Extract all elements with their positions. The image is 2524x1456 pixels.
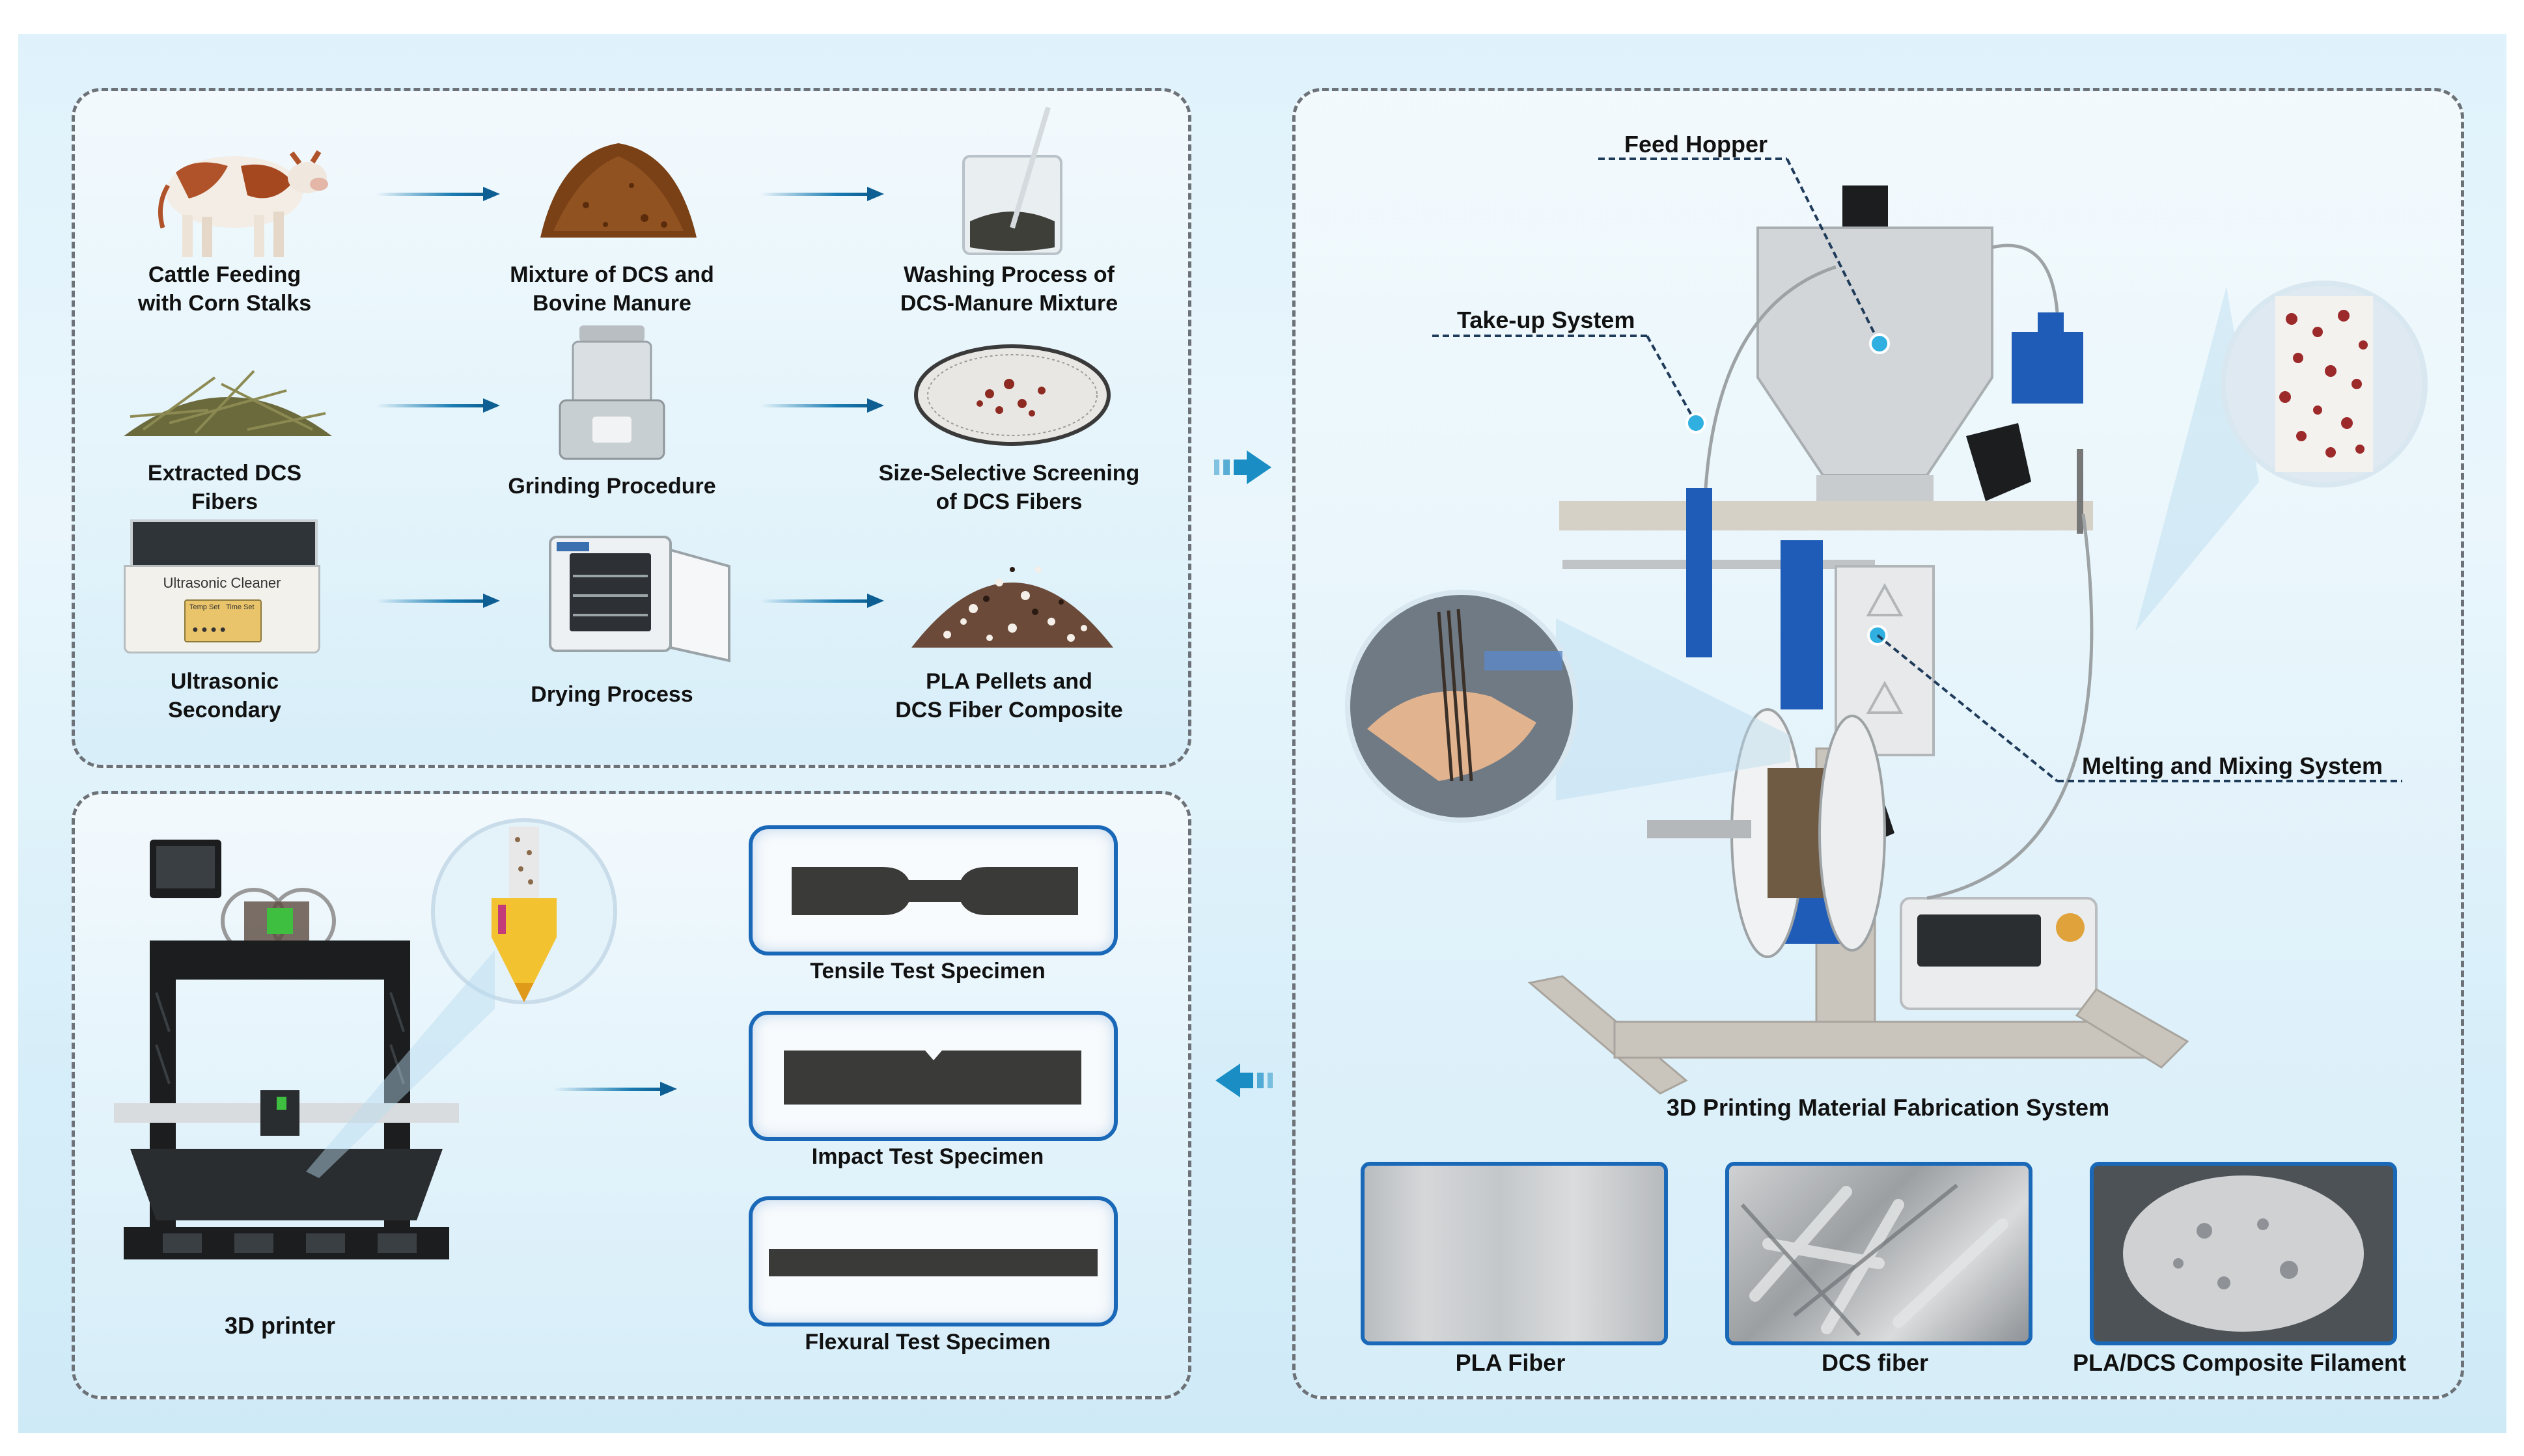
impact-specimen-icon bbox=[784, 1051, 1081, 1105]
flow-arrow bbox=[553, 1082, 677, 1096]
step-label: Grinding Procedure bbox=[508, 474, 716, 499]
fiber-pile-icon bbox=[124, 370, 332, 436]
flow-arrow bbox=[760, 187, 884, 201]
device-brand-text: Ultrasonic Cleaner bbox=[163, 575, 281, 591]
flow-arrow bbox=[760, 398, 884, 413]
manure-pile-icon bbox=[540, 143, 697, 238]
tensile-specimen-icon bbox=[792, 867, 1078, 915]
composite-zoom bbox=[2135, 281, 2428, 631]
feed-hopper-leader bbox=[1598, 158, 1890, 354]
cow-icon bbox=[158, 150, 328, 257]
melting-mixing-leader bbox=[1867, 625, 2402, 782]
printer-label: 3D printer bbox=[224, 1312, 336, 1339]
step-label: Drying Process bbox=[531, 682, 693, 707]
zoom-beam bbox=[306, 950, 495, 1178]
sem-label: PLA Fiber bbox=[1455, 1349, 1566, 1376]
sem-label: PLA/DCS Composite Filament bbox=[2072, 1349, 2407, 1376]
fabrication-system-label: 3D Printing Material Fabrication System bbox=[1666, 1094, 2110, 1121]
melting-mixing-label: Melting and Mixing System bbox=[2082, 752, 2383, 779]
specimen-label: Flexural Test Specimen bbox=[805, 1330, 1051, 1354]
composite-filament-sem-image bbox=[2090, 1162, 2397, 1345]
step-label: Ultrasonic Secondary bbox=[168, 669, 281, 722]
step-label: Cattle Feeding with Corn Stalks bbox=[137, 262, 312, 316]
flow-arrow bbox=[376, 398, 500, 413]
flexural-specimen-frame bbox=[749, 1196, 1118, 1326]
ultrasonic-cleaner-icon: Ultrasonic Cleaner Temp Set Time Set ● ●… bbox=[124, 519, 320, 653]
step-label: Washing Process of DCS-Manure Mixture bbox=[900, 262, 1118, 316]
flow-arrow bbox=[760, 594, 884, 608]
flow-arrow bbox=[376, 187, 500, 201]
step-label: Mixture of DCS and Bovine Manure bbox=[510, 262, 714, 316]
impact-specimen-frame bbox=[749, 1011, 1118, 1141]
panel-flow-arrow-right bbox=[1214, 450, 1271, 484]
drying-oven-icon bbox=[549, 536, 730, 663]
extruder-machine-icon bbox=[1527, 185, 2189, 1095]
flexural-specimen-icon bbox=[769, 1249, 1098, 1276]
grinder-icon bbox=[559, 325, 665, 460]
tensile-specimen-frame bbox=[749, 825, 1118, 955]
step-label: PLA Pellets and DCS Fiber Composite bbox=[895, 669, 1123, 722]
specimen-label: Tensile Test Specimen bbox=[810, 959, 1046, 983]
filament-hand-zoom bbox=[1345, 590, 1790, 823]
step-label: Extracted DCS Fibers bbox=[147, 461, 302, 514]
device-small-label: Time Set bbox=[226, 603, 255, 611]
pla-fiber-sem-image bbox=[1361, 1162, 1668, 1345]
pellets-icon bbox=[911, 566, 1113, 648]
nozzle-zoom-icon bbox=[431, 818, 617, 1004]
step-label: Size-Selective Screening of DCS Fibers bbox=[878, 461, 1140, 514]
dcs-fiber-sem-image bbox=[1725, 1162, 2032, 1345]
sieve-icon bbox=[914, 344, 1111, 446]
beaker-icon bbox=[962, 106, 1062, 255]
panel-flow-arrow-left bbox=[1215, 1064, 1273, 1097]
feed-hopper-label: Feed Hopper bbox=[1624, 131, 1768, 158]
flow-arrow bbox=[376, 594, 500, 608]
sem-label: DCS fiber bbox=[1821, 1349, 1929, 1376]
specimen-label: Impact Test Specimen bbox=[811, 1144, 1044, 1169]
take-up-system-label: Take-up System bbox=[1457, 307, 1635, 333]
take-up-system-leader bbox=[1432, 335, 1706, 433]
3d-printer-icon bbox=[114, 840, 459, 1259]
device-small-label: Temp Set bbox=[189, 603, 220, 611]
